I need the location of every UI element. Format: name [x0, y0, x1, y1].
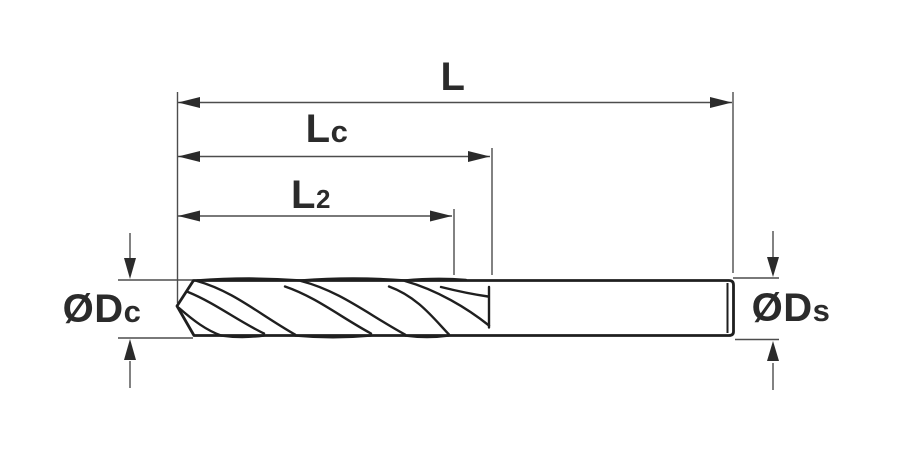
top-crest-arc-2: [299, 277, 407, 282]
drill-bit: [175, 277, 735, 339]
bottom-crest-arc-2: [293, 334, 373, 339]
label-dim-ds: ØDs: [752, 288, 831, 328]
top-crest-arc-1: [195, 277, 303, 282]
diameter-arrow-stems: [129, 231, 774, 390]
bottom-crest-arc-1: [219, 334, 266, 339]
label-dim-lc-main: L: [305, 107, 331, 151]
arrowhead-l2-right-icon: [430, 210, 452, 222]
arrowhead-dc-top-icon: [124, 258, 136, 279]
flute-curve-2b: [283, 285, 373, 335]
extension-lines: [176, 92, 734, 303]
arrowhead-ds-bottom-icon: [767, 341, 779, 361]
flute-lines: [177, 277, 491, 339]
label-dim-l-main: L: [440, 55, 466, 99]
diameter-arrowheads: [124, 257, 779, 361]
arrowhead-lc-right-icon: [468, 151, 490, 162]
flute-tip-lower-lip: [177, 306, 223, 337]
label-dim-l2-sub: 2: [315, 184, 331, 214]
dimension-lines: [178, 101, 732, 217]
diameter-arrows: [124, 231, 779, 390]
flute-curve-3b: [387, 285, 451, 336]
label-dim-dc-main: D: [94, 287, 124, 331]
flute-runout-inner-line: [439, 285, 490, 298]
label-dim-lc-sub: c: [330, 114, 349, 149]
label-dim-lc: Lc: [306, 109, 349, 149]
arrowhead-l2-left-icon: [178, 210, 200, 222]
arrowhead-l-left-icon: [178, 97, 200, 108]
label-dim-dc-sub: c: [123, 294, 142, 329]
arrowhead-lc-left-icon: [178, 151, 200, 162]
top-crest-arc-3: [403, 277, 468, 282]
label-dim-ds-prefix: Ø: [751, 286, 784, 330]
label-dim-dc-prefix: Ø: [62, 287, 95, 331]
drill-body-outline: [175, 279, 735, 337]
flute-curve-2a: [299, 279, 407, 336]
label-dim-l2-main: L: [291, 173, 316, 217]
arrowhead-dc-bottom-icon: [124, 339, 136, 360]
flute-curve-1a: [195, 279, 297, 336]
bottom-crest-arc-3: [403, 334, 451, 339]
label-dim-ds-sub: s: [812, 293, 831, 328]
label-dim-l2: L2: [291, 175, 331, 215]
diameter-ticks: [118, 277, 779, 341]
label-dim-dc: ØDc: [63, 289, 142, 329]
label-dim-l: L: [441, 57, 466, 97]
label-dim-ds-main: D: [783, 286, 813, 330]
flute-curve-3a: [403, 279, 491, 327]
arrowhead-l-right-icon: [710, 97, 732, 108]
flute-curve-1b: [186, 290, 266, 335]
arrowhead-ds-top-icon: [767, 257, 779, 277]
dimension-arrowheads: [178, 97, 732, 222]
